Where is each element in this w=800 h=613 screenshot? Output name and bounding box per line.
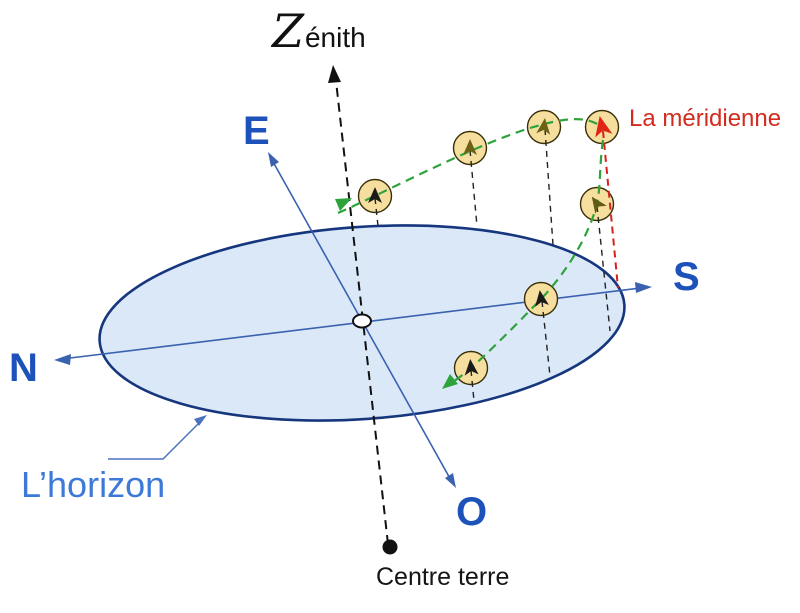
drop-line-5 [596, 205, 611, 332]
sun-marker-3-pointer-icon [536, 118, 551, 135]
west-label: O [456, 490, 488, 534]
south-arrowhead-icon [635, 282, 652, 293]
north-label: N [9, 346, 38, 390]
east-label: E [243, 109, 270, 153]
observer-marker [352, 313, 372, 329]
sun-marker-1-pointer-icon [368, 187, 382, 203]
east-arrowhead-icon [268, 152, 279, 167]
drop-line-7 [470, 369, 475, 402]
sunset-arrowhead-icon [442, 374, 458, 389]
zenith-label: Zénith [272, 4, 366, 58]
sun-marker-2-pointer-icon [463, 139, 477, 155]
zenith-axis-line [335, 80, 389, 545]
drop-line-1 [374, 197, 379, 227]
meridian-label: La méridienne [629, 105, 782, 132]
north-arrowhead-icon [54, 354, 71, 365]
sun-pointers-layer [368, 115, 613, 376]
earth-center-label: Centre terre [376, 563, 510, 591]
drop-line-2 [469, 149, 478, 227]
earth-center-dot [382, 539, 398, 555]
drop-line-3 [544, 128, 554, 246]
horizon-pointer-line [108, 419, 203, 460]
horizon-pointer-arrowhead-icon [194, 415, 207, 426]
sun-drop-lines [374, 128, 611, 402]
sun-marker-5-pointer-icon [591, 196, 607, 214]
sun-marker-6-pointer-icon [535, 290, 549, 307]
south-label: S [673, 255, 700, 299]
horizon-pointer [108, 415, 207, 460]
meridian-drop-line [602, 130, 619, 289]
sun-path-descending [446, 139, 605, 386]
sun-path-ascending [337, 118, 603, 215]
dashed-lines [328, 65, 619, 545]
horizon-label: L’horizon [21, 464, 166, 505]
sun-marker-meridian-pointer-icon [595, 115, 613, 138]
sun-marker-7-pointer-icon [464, 359, 479, 376]
sunrise-arrowhead-icon [335, 198, 352, 211]
sun-path [337, 118, 605, 386]
west-arrowhead-icon [445, 473, 456, 488]
drop-line-6 [541, 300, 551, 377]
zenith-arrowhead-icon [328, 65, 341, 83]
